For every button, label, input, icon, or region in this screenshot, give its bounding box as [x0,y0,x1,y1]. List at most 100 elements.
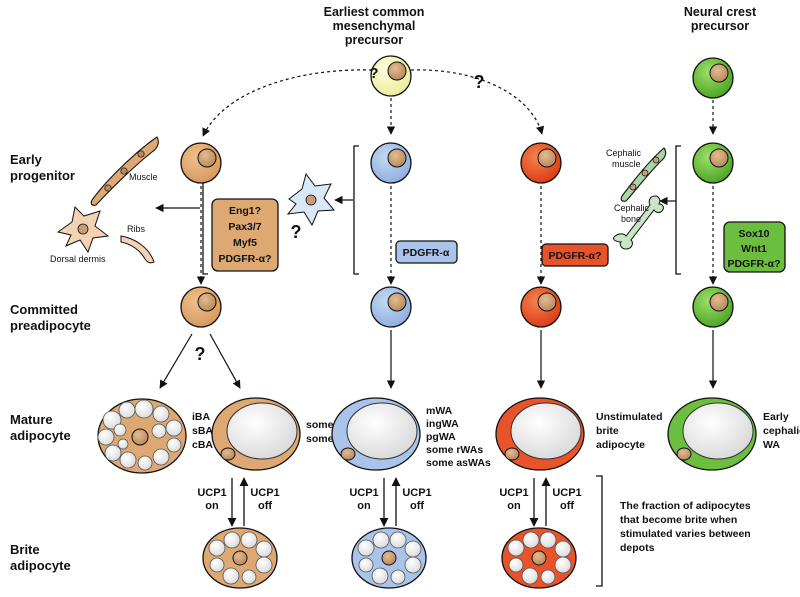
neural-crest-header-line2: precursor [691,19,749,33]
row-label-brite-line2: adipocyte [10,558,71,573]
brown-label-3: cBA [192,439,213,451]
dashed-arrow-to-lineage1 [202,69,373,137]
mesenchymal-header-line1: Earliest common [324,5,425,19]
neural-crest-bracket [675,145,681,275]
cephalic-bone [613,195,664,250]
lineage1-ucp1-off-line1: UCP1 [250,487,279,499]
muscle-fiber [90,136,159,206]
earliest-precursor-cell [370,55,412,97]
lineage3-early-progenitor-cell [520,142,562,184]
brown-adipocyte [97,398,187,474]
lineage3-white-adipocyte [495,397,585,471]
lineage3-committed-preadipocyte [520,286,562,328]
lineage2-committed-preadipocyte [370,286,412,328]
note-line4: depots [620,542,655,554]
lineage1-marker-3: Myf5 [233,237,257,249]
lineage2-white-label-4: some rWAs [426,444,483,456]
neural-crest-white-adipocyte [667,397,757,471]
lineage2-white-label-2: ingWA [426,418,459,430]
ribs-label: Ribs [127,224,146,234]
lineage2-side-star-cell [286,172,336,227]
arrow-to-lineage1-white-adipocyte [209,333,241,389]
lineage1-ucp1-off-line2: off [258,500,272,512]
row-label-brite-line1: Brite [10,542,40,557]
lineage2-ucp1-on-line1: UCP1 [349,487,378,499]
brown-label-2: sBA [192,425,213,437]
lineage2-brite-adipocyte [351,527,427,589]
row-label-committed-line2: preadipocyte [10,318,91,333]
lineage3-ucp1-on-line1: UCP1 [499,487,528,499]
note-line3: stimulated varies between [620,528,751,540]
lineage2-ucp1-off-line2: off [410,500,424,512]
lineage1-marker-1: Eng1? [229,205,261,217]
lineage1-early-progenitor-cell [180,142,222,184]
lineage3-marker: PDGFR-α? [548,250,601,262]
lineage2-white-label-1: mWA [426,405,453,417]
lineage2-marker: PDGFR-α [403,247,450,259]
mesenchymal-header-line3: precursor [345,33,403,47]
arrow-to-brown-adipocyte [159,333,193,389]
lineage2-white-label-5: some asWAs [426,457,491,469]
lineage2-early-progenitor-cell [370,142,412,184]
row-label-early-line2: progenitor [10,168,75,183]
lineage2-question-mark: ? [291,222,302,242]
mesenchymal-header-line2: mesenchymal [333,19,416,33]
lineage1-ucp1-on-line1: UCP1 [197,487,226,499]
cephalic-muscle-label-line1: Cephalic [606,148,642,158]
lineage2-white-label-3: pgWA [426,431,456,443]
dorsal-dermis-cell [56,205,110,254]
lineage3-question-mark: ? [474,72,485,92]
lineage3-marker-box [541,243,609,267]
lineage1-marker-2: Pax3/7 [228,221,261,233]
neural-crest-committed-preadipocyte [692,286,734,328]
note-line2: that become brite when [620,514,737,526]
lineage1-ucp1-on-line2: on [205,500,219,512]
cephalic-bone-label-line2: bone [621,214,641,224]
row-label-mature-line1: Mature [10,412,53,427]
lineage2-ucp1-arrows [379,477,401,527]
cephalic-bone-label-line1: Cephalic [614,203,650,213]
dashed-arrow-to-lineage3 [410,69,545,135]
cephalic-muscle-fiber [620,147,667,202]
lineage3-white-label-3: adipocyte [596,439,645,451]
lineage1-brite-adipocyte [202,527,278,589]
lineage3-brite-adipocyte [501,527,577,589]
lineage3-white-label-2: brite [596,425,619,437]
neural-crest-marker-1: Sox10 [739,228,770,240]
rib-bone [120,235,155,264]
lineage1-ucp1-arrows [227,477,249,527]
lineage3-ucp1-arrows [529,477,551,527]
row-label-mature-line2: adipocyte [10,428,71,443]
neural-crest-precursor-cell [692,57,734,99]
lineage1-white-adipocyte [211,397,301,471]
neural-crest-early-progenitor-cell [692,142,734,184]
lineage1-mature-question-mark: ? [195,344,206,364]
lineage2-bracket [353,145,359,275]
neural-crest-white-label-1: Early [763,411,789,423]
neural-crest-marker-2: Wnt1 [741,243,767,255]
brown-label-1: iBA [192,411,211,423]
lineage3-ucp1-off-line2: off [560,500,574,512]
lineage3-ucp1-off-line1: UCP1 [552,487,581,499]
row-label-early-line1: Early [10,152,43,167]
neural-crest-marker-3: PDGFR-α? [727,258,780,270]
cephalic-muscle-label-line2: muscle [612,159,641,169]
neural-crest-header-line1: Neural crest [684,5,757,19]
neural-crest-marker-box [723,221,786,273]
row-label-committed-line1: Committed [10,302,78,317]
lineage2-white-adipocyte [331,397,421,471]
lineage3-ucp1-on-line2: on [507,500,521,512]
lineage2-marker-box [395,240,458,264]
lineage2-ucp1-on-line2: on [357,500,371,512]
precursor-question-mark: ? [369,65,378,82]
lineage2-ucp1-off-line1: UCP1 [402,487,431,499]
muscle-label: Muscle [129,172,158,182]
neural-crest-white-label-3: WA [763,439,780,451]
lineage1-committed-preadipocyte [180,286,222,328]
neural-crest-white-label-2: cephalic [763,425,800,437]
lineage1-marker-box [211,198,279,272]
note-bracket [596,475,603,587]
dorsal-dermis-label: Dorsal dermis [50,254,106,264]
note-line1: The fraction of adipocytes [620,500,751,512]
